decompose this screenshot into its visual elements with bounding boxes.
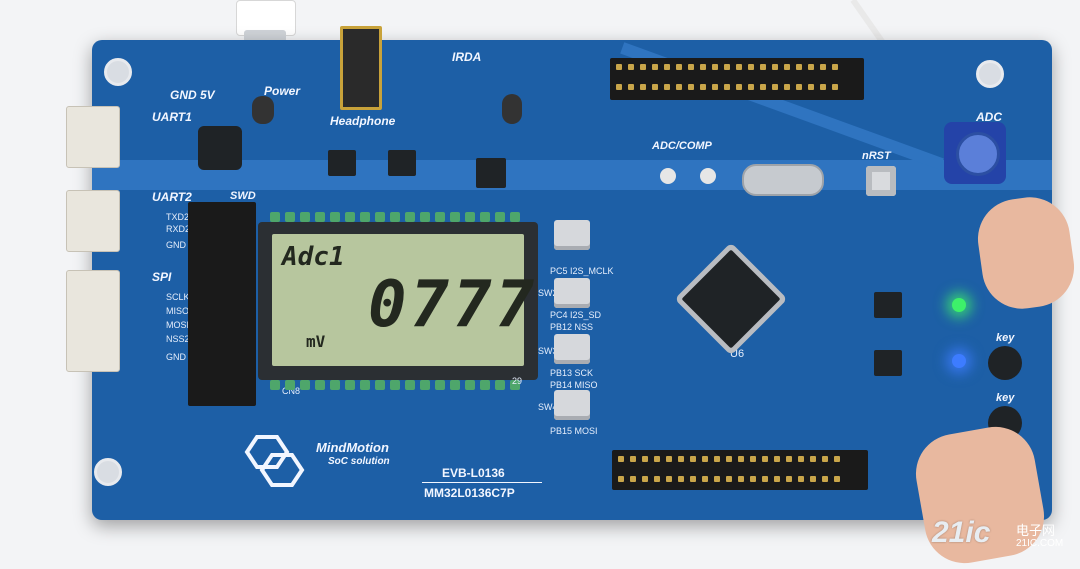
switch-label: PB12 NSS xyxy=(550,322,594,332)
switch-label: PC5 I2S_MCLK xyxy=(550,266,614,276)
crystal xyxy=(742,164,824,196)
bottom-pin-row xyxy=(618,476,840,482)
headphone-jack xyxy=(340,26,382,110)
top-pin-row xyxy=(616,84,838,90)
key1-label: key xyxy=(996,332,1015,344)
lcd-value: 0777 xyxy=(368,268,539,342)
uart1-label: UART1 xyxy=(152,110,192,124)
mounting-hole xyxy=(104,58,132,86)
ic-chip xyxy=(874,292,902,318)
capacitor xyxy=(252,96,274,124)
switch-sw1[interactable] xyxy=(554,220,590,250)
switch-label: PB15 MOSI xyxy=(550,426,598,436)
led-green xyxy=(952,298,966,312)
ic-chip xyxy=(328,150,356,176)
headphone-label: Headphone xyxy=(330,114,396,128)
power-label: Power xyxy=(264,84,301,98)
led-blue xyxy=(952,354,966,368)
uart2-pin-0: TXD2 xyxy=(166,212,190,222)
watermark-url: 21IC.COM xyxy=(1016,538,1064,549)
adc-comp-label: ADC/COMP xyxy=(652,140,712,152)
switch-label: PB13 SCK xyxy=(550,368,594,378)
mounting-hole xyxy=(976,60,1004,88)
switch-label: PC4 I2S_SD xyxy=(550,310,602,320)
brand-name: MindMotion xyxy=(316,440,389,455)
spi-pin-0: SCLK2 xyxy=(166,292,195,302)
bottom-pin-row xyxy=(618,456,840,462)
swd-header xyxy=(188,202,256,406)
ic-chip xyxy=(874,350,902,376)
trimmer[interactable] xyxy=(660,168,676,184)
capacitor xyxy=(502,94,522,124)
lcd-module: Adc1 0777 mV 29 xyxy=(258,212,538,390)
adc-label: ADC xyxy=(976,110,1002,124)
mcu-chip xyxy=(681,249,781,349)
key2-label: key xyxy=(996,392,1015,404)
part-number: MM32L0136C7P xyxy=(424,486,515,500)
regulator xyxy=(476,158,506,188)
spi-connector xyxy=(66,270,120,372)
top-pin-row xyxy=(616,64,838,70)
pcb-board: GND 5V Power IRDA Headphone UART1 UART2 … xyxy=(66,26,1052,520)
uart1-connector xyxy=(66,106,120,168)
spi-pin-3: NSS2 xyxy=(166,334,190,344)
spi-label: SPI xyxy=(152,270,172,284)
spi-pin-1: MISO2 xyxy=(166,306,195,316)
cn8-label: CN8 xyxy=(282,386,301,396)
mindmotion-logo-icon xyxy=(244,435,305,487)
spi-pin-4: GND xyxy=(166,352,186,362)
watermark-site: 电子网 xyxy=(1016,523,1056,538)
board-name-divider xyxy=(422,482,542,483)
gnd-5v-label: GND 5V xyxy=(170,88,215,102)
brand-tagline: SoC solution xyxy=(328,456,390,467)
lcd-screen: Adc1 0777 mV xyxy=(272,234,534,366)
switch-sw4[interactable] xyxy=(554,390,590,420)
lcd-pins-bottom xyxy=(270,380,520,390)
switch-sw2[interactable] xyxy=(554,278,590,308)
irda-label: IRDA xyxy=(452,50,482,64)
potentiometer-knob[interactable] xyxy=(956,132,1000,176)
u6-label: U6 xyxy=(730,348,745,360)
reset-button[interactable] xyxy=(866,166,896,196)
spi-pin-2: MOSI2 xyxy=(166,320,195,330)
sw4-label: SW4 xyxy=(538,402,558,412)
sw3-label: SW3 xyxy=(538,346,558,356)
swd-label: SWD xyxy=(230,190,256,202)
buzzer xyxy=(198,126,242,170)
lcd-text: Adc1 xyxy=(282,242,345,272)
uart2-label: UART2 xyxy=(152,190,192,204)
sw2-label: SW2 xyxy=(538,288,558,298)
switch-sw3[interactable] xyxy=(554,334,590,364)
uart2-pin-2: GND xyxy=(166,240,186,250)
adc-potentiometer[interactable] xyxy=(944,122,1006,184)
mounting-hole xyxy=(94,458,122,486)
uart2-pin-1: RXD2 xyxy=(166,224,191,234)
trimmer[interactable] xyxy=(700,168,716,184)
board-name: EVB-L0136 xyxy=(442,466,505,480)
watermark-logo: 21ic xyxy=(932,516,991,549)
lcd-pin-count: 29 xyxy=(512,376,523,386)
ic-chip xyxy=(388,150,416,176)
lcd-unit: mV xyxy=(306,332,326,351)
lcd-pins-top xyxy=(270,212,520,222)
switch-label: PB14 MISO xyxy=(550,380,598,390)
key-button[interactable] xyxy=(988,346,1022,380)
nrst-label: nRST xyxy=(862,150,891,162)
uart2-connector xyxy=(66,190,120,252)
